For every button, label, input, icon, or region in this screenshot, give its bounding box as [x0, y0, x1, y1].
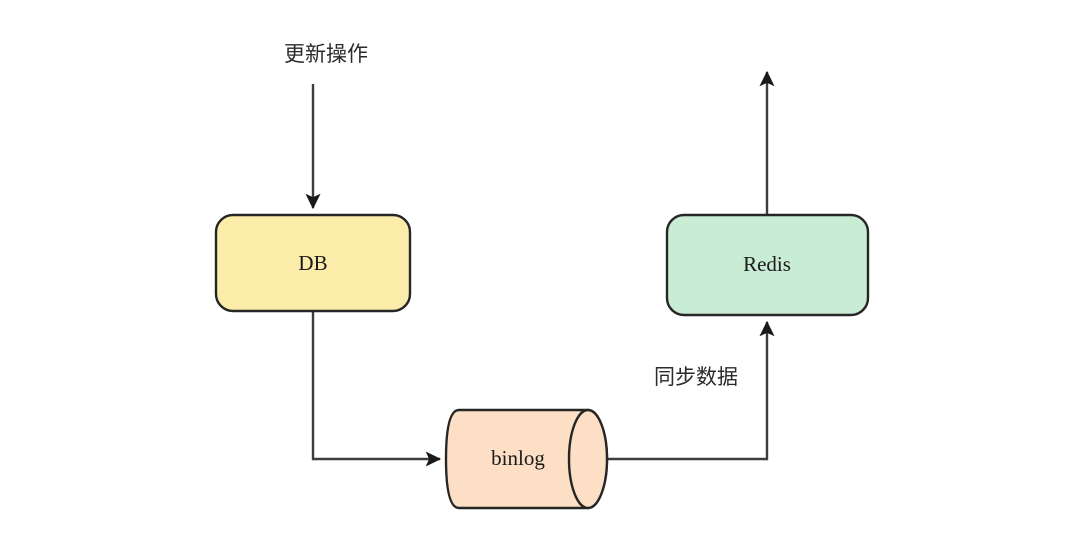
node-binlog-cap	[567, 408, 609, 510]
edge-label-sync-data: 同步数据	[654, 365, 738, 389]
node-redis-label: Redis	[743, 252, 791, 276]
node-binlog[interactable]: binlog	[444, 408, 609, 510]
edge-binlog-to-redis-line	[607, 320, 775, 461]
node-redis-shape[interactable]	[665, 213, 870, 317]
edge-label-update-operation: 更新操作	[284, 42, 368, 66]
node-redis[interactable]: Redis	[665, 213, 870, 317]
node-db-label: DB	[298, 251, 327, 275]
edge-update-to-db: 更新操作	[284, 42, 368, 210]
node-binlog-label: binlog	[491, 446, 545, 470]
edge-binlog-to-redis: 同步数据	[607, 320, 775, 461]
node-db[interactable]: DB	[214, 213, 412, 313]
edge-db-to-binlog-line	[311, 311, 442, 467]
edge-db-to-binlog	[311, 311, 442, 467]
node-db-shape[interactable]	[214, 213, 412, 313]
